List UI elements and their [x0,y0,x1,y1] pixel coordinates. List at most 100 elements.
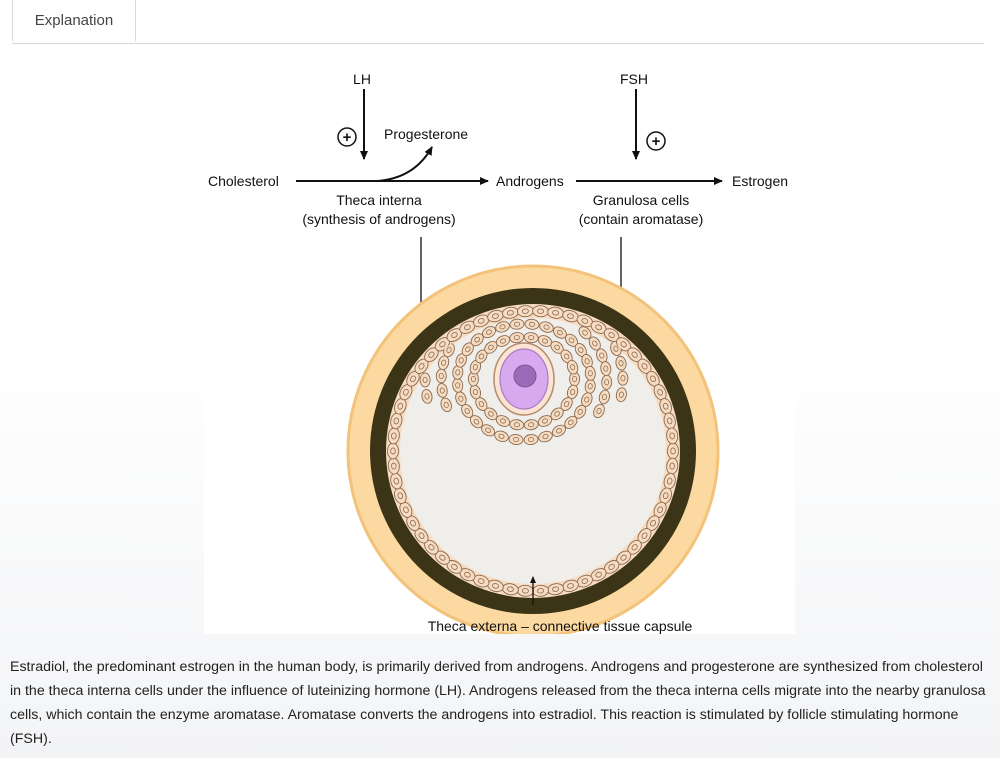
cell-nucleus [641,363,648,370]
cell-nucleus [393,417,400,425]
cell-nucleus [478,353,485,360]
cell-nucleus [641,532,648,539]
cumulus-cell [508,434,524,445]
cell-nucleus [528,422,535,428]
cell-nucleus [542,434,549,440]
cumulus-cell [440,397,452,413]
cell-nucleus [618,360,624,367]
cell-nucleus [666,417,673,425]
cell-nucleus [478,401,485,407]
cell-nucleus [424,393,430,400]
cell-nucleus [556,329,563,336]
oocyte-nucleus [513,364,537,388]
cumulus-cell [537,415,553,427]
cell-nucleus [592,340,598,347]
cumulus-cell [552,424,566,437]
granulosa-cell [666,427,679,445]
cell-nucleus [464,324,471,331]
cholesterol-label: Cholesterol [208,173,279,189]
cell-nucleus [554,411,560,417]
fsh-stimulate-icon [646,131,666,151]
cumulus-cells [419,318,629,446]
cumulus-cell [564,415,578,429]
cell-nucleus [465,346,471,353]
cell-nucleus [578,347,584,353]
cell-nucleus [581,318,589,324]
cell-nucleus [567,313,574,319]
tab-explanation[interactable]: Explanation [12,0,136,42]
granulosa-cell [532,305,550,318]
cell-nucleus [595,571,602,578]
cell-nucleus [584,358,590,365]
granulosa-cell [516,584,534,597]
diagram-svg: LH FSH + Progesterone + Cholesterol Andr… [208,71,788,634]
cell-nucleus [513,335,520,341]
cell-nucleus [537,588,545,594]
cell-nucleus [418,363,425,370]
cell-nucleus [439,341,446,348]
cell-nucleus [620,341,627,348]
cell-nucleus [458,395,464,402]
cell-nucleus [492,583,499,589]
cell-nucleus [528,321,536,327]
cumulus-cell [598,389,610,405]
cumulus-cell [578,326,592,340]
fsh-label: FSH [620,71,648,87]
cumulus-cell [615,355,627,371]
cell-nucleus [473,418,480,425]
fsh-plus-sign: + [652,133,661,150]
cumulus-cell [495,335,511,347]
cell-nucleus [595,324,602,331]
lh-stimulate-icon [337,127,357,147]
cell-nucleus [477,578,485,584]
cell-nucleus [488,344,494,351]
cell-nucleus [428,544,435,551]
cell-nucleus [542,338,548,344]
cell-nucleus [472,388,478,396]
cumulus-cell [523,434,539,446]
cell-nucleus [464,571,471,578]
cell-nucleus [500,418,506,424]
theca-externa-label: Theca externa – connective tissue capsul… [428,618,693,634]
cumulus-cell [593,403,605,419]
estrogen-label: Estrogen [732,173,788,189]
cell-nucleus [397,492,404,500]
cell-nucleus [410,375,416,383]
cumulus-cell [482,326,496,339]
cell-nucleus [554,344,560,351]
cell-nucleus [410,519,416,527]
cell-nucleus [657,388,663,396]
cell-nucleus [492,313,499,319]
cell-nucleus [527,437,535,443]
lh-label: LH [353,71,371,87]
cumulus-cell [509,318,525,330]
cumulus-cell [523,419,539,431]
cumulus-cell [435,368,447,384]
cell-nucleus [662,492,669,500]
cell-nucleus [596,408,602,414]
cell-nucleus [537,308,545,314]
granulosa-cell [387,442,399,460]
cell-nucleus [581,578,589,584]
cell-nucleus [439,387,445,394]
tab-bar: Explanation [12,0,984,44]
cell-nucleus [556,428,562,434]
cell-nucleus [582,329,588,336]
cell-nucleus [577,408,583,415]
cumulus-cell [524,318,540,330]
cell-nucleus [631,544,638,551]
cell-nucleus [499,324,506,330]
cumulus-cell [509,332,525,344]
cell-nucleus [567,583,574,589]
cell-nucleus [552,586,560,592]
cell-nucleus [446,347,452,354]
theca-interna-label: Theca interna [336,192,422,208]
cell-nucleus [669,432,675,440]
cell-nucleus [572,375,578,383]
cell-nucleus [620,554,627,561]
cell-nucleus [451,563,458,570]
follicle-diagram: LH FSH + Progesterone + Cholesterol Andr… [204,67,795,634]
theca-interna-sublabel: (synthesis of androgens) [302,211,455,227]
cell-nucleus [418,532,425,539]
cell-nucleus [474,336,481,343]
